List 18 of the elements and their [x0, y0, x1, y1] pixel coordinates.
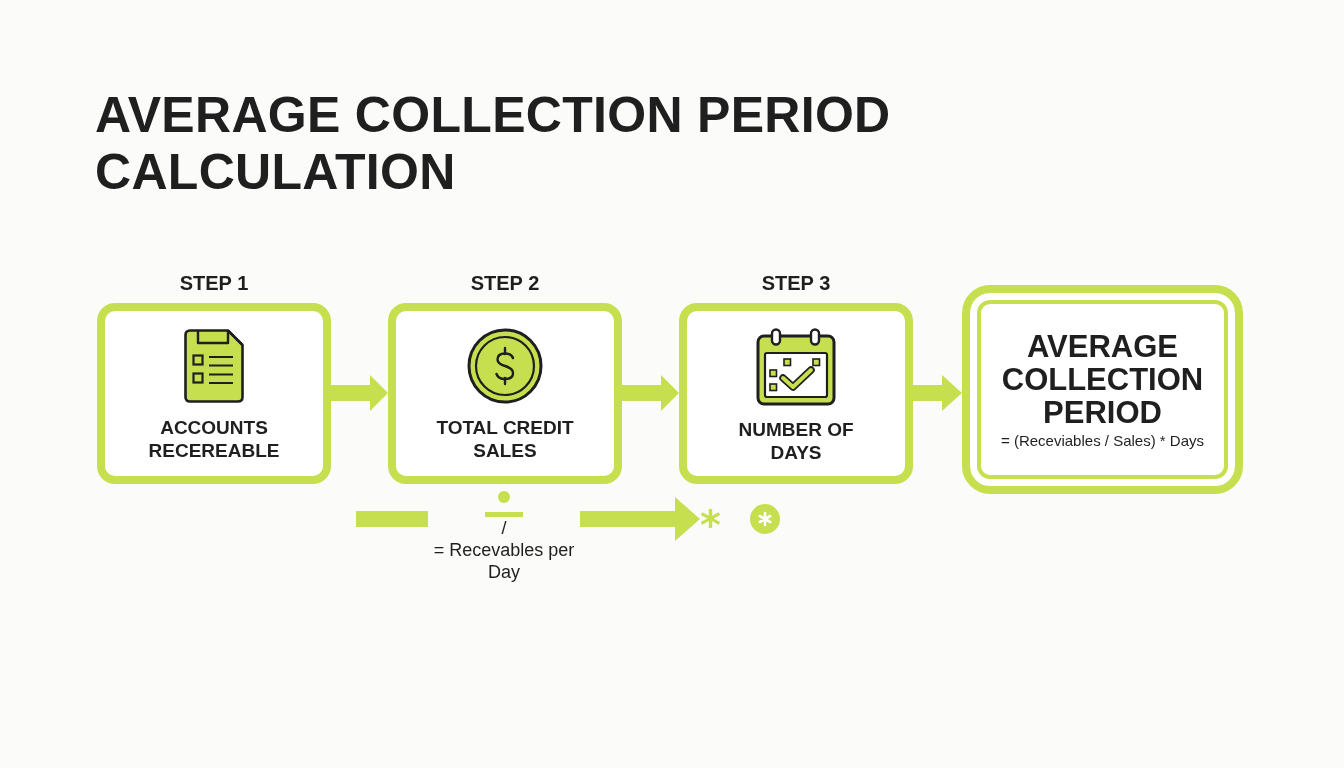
step-label: STEP 3: [761, 271, 831, 295]
step-title: ACCOUNTS RECEREABLE: [147, 416, 281, 462]
formula-note: = Recevables per Day: [432, 539, 576, 583]
arrow: [622, 375, 679, 411]
step-title: TOTAL CREDIT SALES: [435, 416, 575, 462]
result-title: AVERAGE COLLECTION PERIOD: [1000, 329, 1205, 429]
arrow: [331, 375, 388, 411]
step-label: STEP 2: [470, 271, 540, 295]
step-label: STEP 1: [179, 271, 249, 295]
step-title: NUMBER OF DAYS: [737, 418, 855, 464]
result-box: [962, 285, 1243, 494]
multiply-sign: *: [700, 507, 721, 543]
slash-sign: /: [501, 517, 507, 539]
diagram-title: AVERAGE COLLECTION PERIOD CALCULATION: [95, 87, 892, 201]
formula-text: = (Receviables / Sales) * Days: [1001, 431, 1204, 450]
arrow: [913, 375, 962, 411]
connector-bar: [356, 511, 428, 527]
arrow: [580, 497, 700, 541]
